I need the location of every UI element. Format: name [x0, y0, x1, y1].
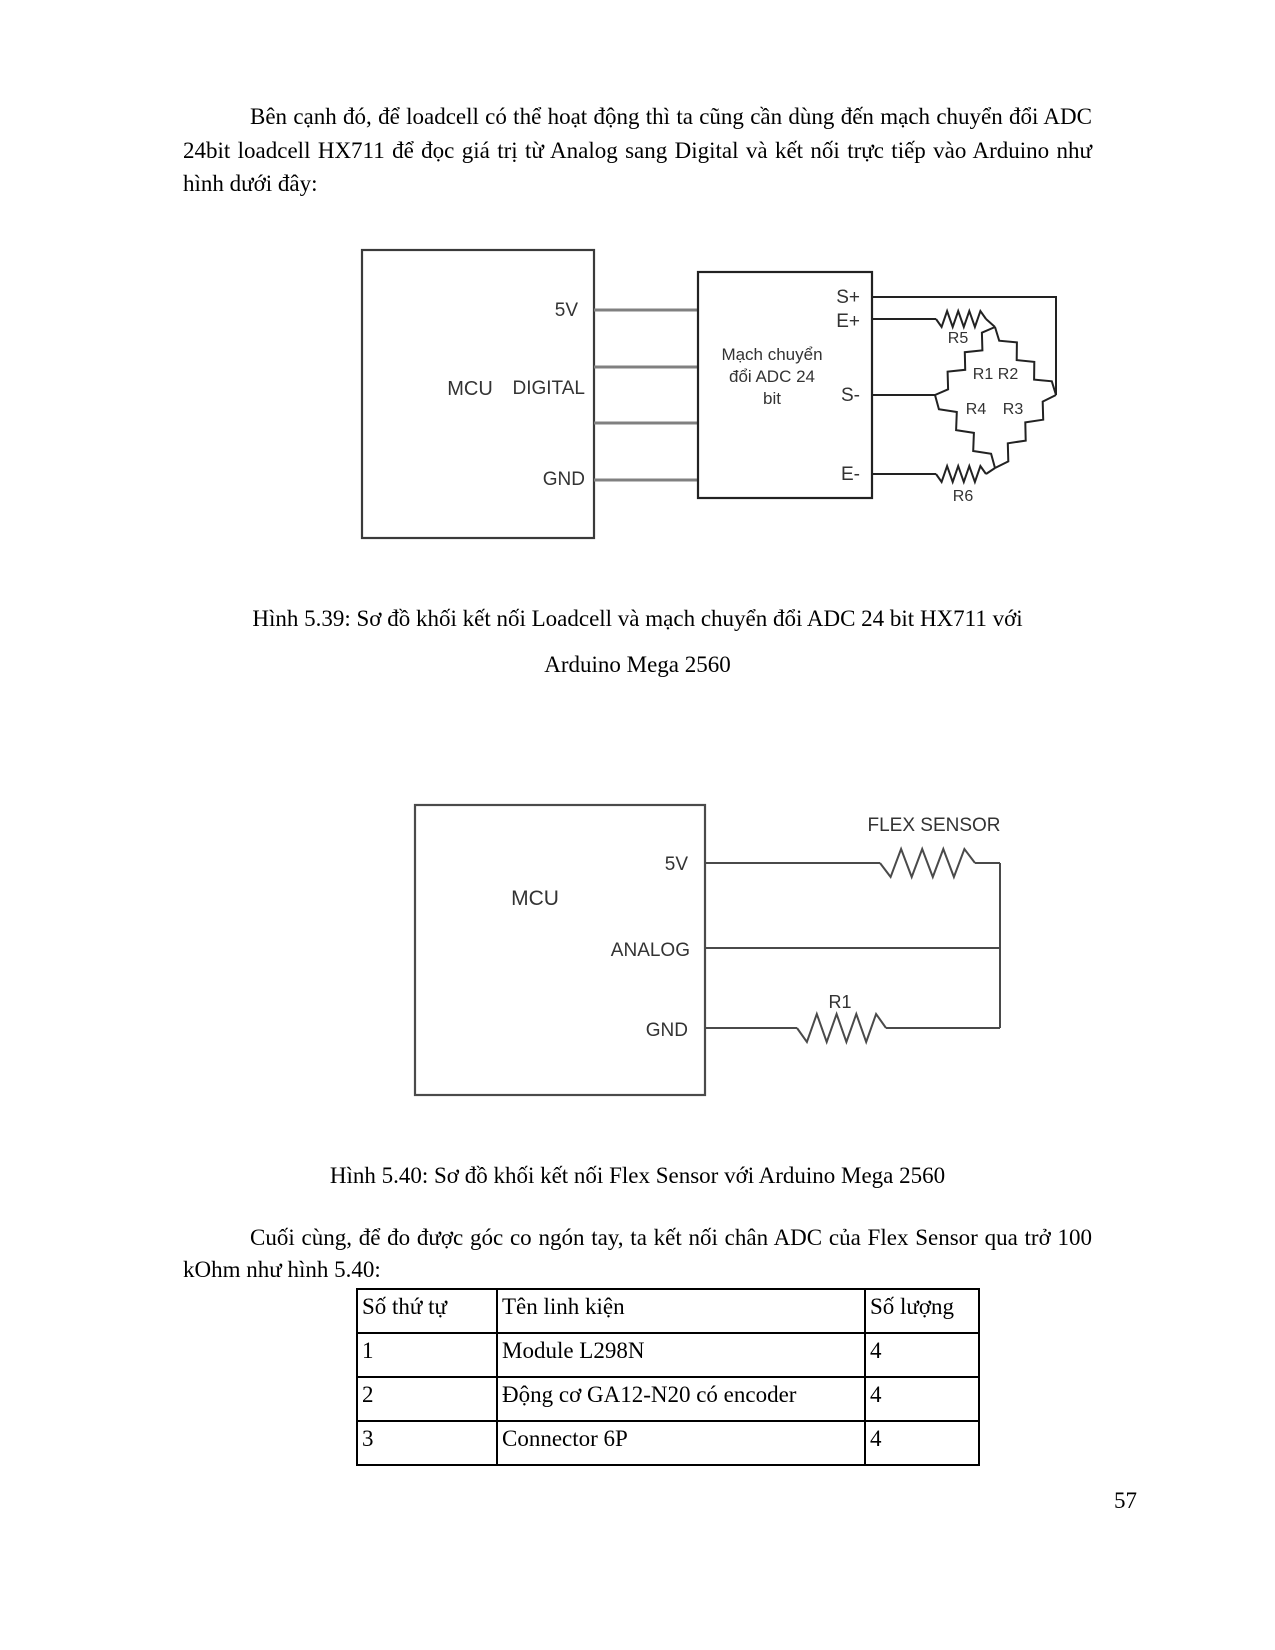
mcu-box [413, 803, 707, 1097]
resistor-r5 [935, 307, 987, 331]
pin-label-gnd: GND [543, 469, 585, 490]
adc-box-text-line2: đổi ADC 24 [729, 367, 815, 386]
body-paragraph-2: Cuối cùng, để đo được góc co ngón tay, t… [183, 1225, 1092, 1282]
resistor-r4-label: R4 [966, 401, 987, 418]
adc-converter-box [696, 270, 874, 500]
mcu-box [360, 248, 596, 540]
figure-5-39-diagram: MCU 5V DIGITAL GND Mạch chuyển đổi ADC 2… [360, 248, 1057, 540]
cell-index: 2 [356, 1376, 498, 1422]
pin-label-digital: DIGITAL [513, 378, 586, 399]
table-row: 2 Động cơ GA12-N20 có encoder 4 [356, 1376, 980, 1422]
resistor-r5-label: R5 [948, 330, 969, 347]
wire-s-plus [872, 296, 1057, 395]
pin-label-e-minus: E- [841, 464, 860, 485]
components-table: Số thứ tự Tên linh kiện Số lượng 1 Modul… [356, 1288, 980, 1466]
col-header-component: Tên linh kiện [496, 1288, 866, 1334]
resistor-r1-label: R1 [828, 992, 851, 1012]
resistor-r1-label: R1 [973, 366, 994, 383]
resistor-r6-label: R6 [953, 488, 974, 505]
cell-index: 1 [356, 1332, 498, 1378]
pin-label-e-plus: E+ [836, 311, 860, 332]
table-row: 1 Module L298N 4 [356, 1332, 980, 1378]
body-paragraph-1: Bên cạnh đó, để loadcell có thể hoạt độn… [183, 104, 1092, 196]
pin-label-s-plus: S+ [836, 287, 860, 308]
pin-label-s-minus: S- [841, 385, 860, 406]
mcu-label: MCU [511, 887, 559, 910]
cell-quantity: 4 [864, 1420, 980, 1466]
cell-index: 3 [356, 1420, 498, 1466]
table-header-row: Số thứ tự Tên linh kiện Số lượng [356, 1288, 980, 1334]
pin-label-5v: 5V [665, 854, 689, 875]
flex-sensor-label: FLEX SENSOR [867, 815, 1000, 836]
pin-label-5v: 5V [555, 300, 579, 321]
resistor-r2 [994, 326, 1057, 396]
page-number: 57 [1114, 1488, 1137, 1513]
resistor-r3-label: R3 [1003, 401, 1024, 418]
cell-quantity: 4 [864, 1376, 980, 1422]
flex-sensor-resistor [879, 846, 976, 880]
figure-5-39-caption: Hình 5.39: Sơ đồ khối kết nối Loadcell v… [183, 596, 1092, 688]
figure-5-39-caption-line2: Arduino Mega 2560 [544, 652, 731, 677]
resistor-r1 [934, 326, 996, 396]
figure-5-40-caption: Hình 5.40: Sơ đồ khối kết nối Flex Senso… [329, 1163, 946, 1188]
adc-box-text-line3: bit [763, 389, 781, 408]
resistor-r3 [994, 394, 1057, 469]
pin-label-gnd: GND [646, 1020, 688, 1041]
resistor-r2-label: R2 [998, 366, 1019, 383]
col-header-index: Số thứ tự [356, 1288, 498, 1334]
resistor-r4 [934, 394, 996, 469]
figure-5-40-diagram: MCU 5V ANALOG GND FLEX SENSOR R1 [413, 803, 1001, 1097]
cell-quantity: 4 [864, 1332, 980, 1378]
figure-5-39-caption-line1: Hình 5.39: Sơ đồ khối kết nối Loadcell v… [252, 606, 1023, 631]
cell-component: Connector 6P [496, 1420, 866, 1466]
adc-box-text-line1: Mạch chuyển [721, 345, 822, 364]
pin-label-analog: ANALOG [611, 940, 690, 961]
cell-component: Module L298N [496, 1332, 866, 1378]
resistor-r1 [796, 1010, 887, 1046]
cell-component: Động cơ GA12-N20 có encoder [496, 1376, 866, 1422]
table-row: 3 Connector 6P 4 [356, 1420, 980, 1466]
wire [985, 318, 996, 328]
wire [985, 467, 996, 475]
resistor-r6 [935, 462, 987, 486]
col-header-quantity: Số lượng [864, 1288, 980, 1334]
mcu-label: MCU [447, 378, 493, 400]
